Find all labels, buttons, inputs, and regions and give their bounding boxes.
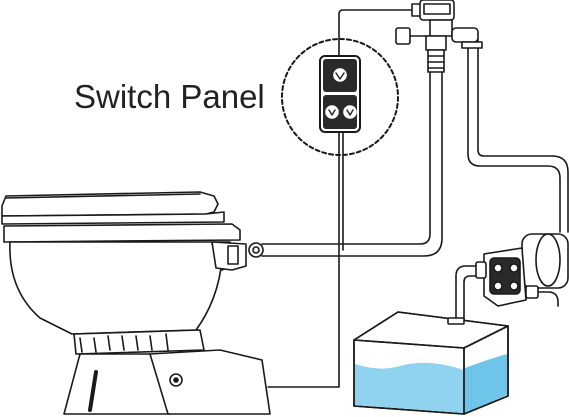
inlet-valve-icon bbox=[395, 0, 483, 73]
drain-button-icon bbox=[343, 105, 357, 119]
marine-toilet-icon bbox=[1, 191, 271, 415]
switch-panel-label: Switch Panel bbox=[74, 78, 265, 115]
fill-button-icon bbox=[325, 105, 339, 119]
pipe-network bbox=[261, 9, 569, 388]
water-pump-icon bbox=[475, 233, 569, 307]
switch-panel bbox=[281, 38, 399, 156]
water-tank-icon bbox=[353, 311, 509, 415]
flush-button-icon bbox=[333, 68, 347, 82]
